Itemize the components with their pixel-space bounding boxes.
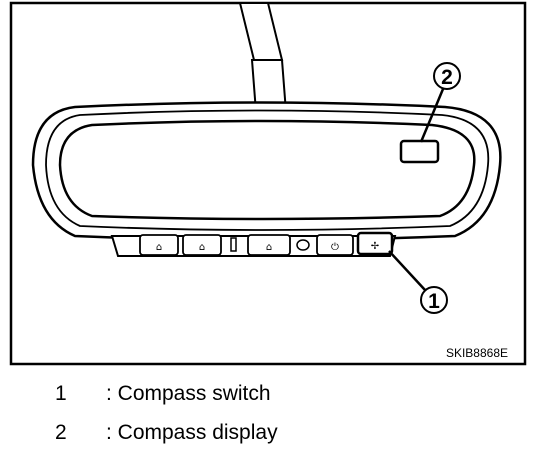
light-sensor — [296, 239, 310, 251]
legend-number: 1 — [55, 382, 67, 405]
homelink-button-3[interactable]: ⌂ — [247, 234, 291, 256]
homelink-button-2[interactable]: ⌂ — [182, 234, 222, 256]
compass-switch[interactable]: ✢ — [356, 231, 394, 256]
svg-text:⌂: ⌂ — [156, 242, 162, 253]
legend-number: 2 — [55, 421, 67, 444]
mirror-rim — [45, 109, 490, 231]
svg-text:⌂: ⌂ — [266, 242, 272, 253]
legend-text: : Compass display — [106, 421, 278, 444]
legend-text: : Compass switch — [106, 382, 271, 405]
callout-2-label: 2 — [441, 66, 453, 89]
figure-code: SKIB8868E — [446, 346, 508, 360]
mirror-mount-stem — [238, 2, 288, 113]
callout-2: 2 — [419, 62, 461, 143]
indicator-light — [230, 237, 237, 252]
power-button[interactable]: ⏻ — [316, 234, 354, 256]
compass-icon: ✢ — [371, 241, 379, 252]
power-icon: ⏻ — [331, 242, 339, 253]
compass-display — [399, 139, 440, 164]
svg-text:⌂: ⌂ — [199, 242, 205, 253]
mirror-glass — [58, 119, 476, 221]
mirror-diagram: ⌂ ⌂ ⌂ ⏻ ✢ 1 2 SKIB8868E — [9, 1, 527, 366]
callout-1-label: 1 — [428, 290, 440, 313]
callout-1: 1 — [388, 250, 448, 314]
homelink-button-1[interactable]: ⌂ — [139, 234, 179, 256]
